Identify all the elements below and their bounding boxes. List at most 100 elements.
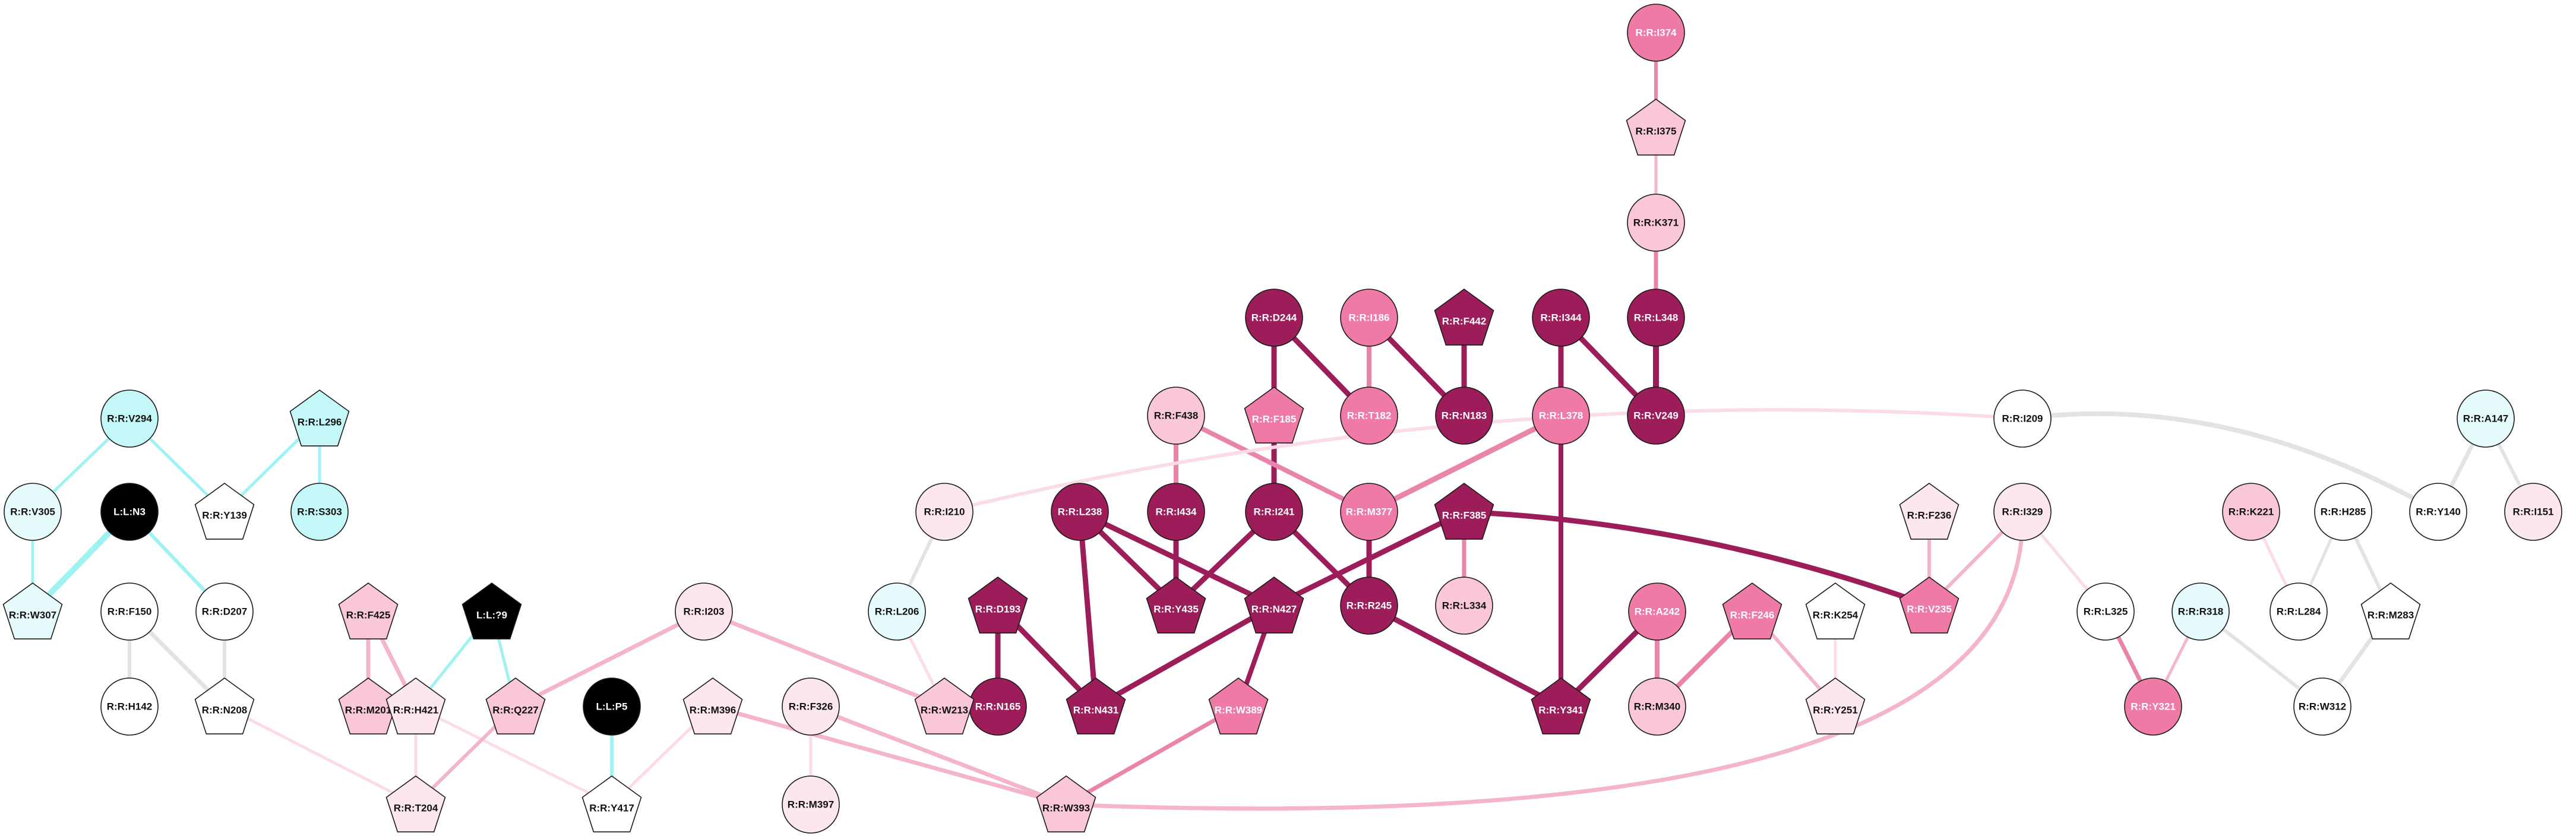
node-r-r-r318-circle [2172, 582, 2230, 641]
node-r-r-t204-pentagon [385, 775, 446, 832]
node-label-r-r-y321: R:R:Y321 [2131, 701, 2176, 712]
node-r-r-d244: R:R:D244 [1245, 289, 1303, 347]
node-r-r-i344: R:R:I344 [1532, 289, 1590, 347]
node-r-r-f385: R:R:F385 [1434, 483, 1494, 540]
node-label-r-r-f246: R:R:F246 [1730, 610, 1775, 621]
node-r-r-t182-circle [1340, 387, 1398, 445]
node-label-r-r-i210: R:R:I210 [924, 506, 965, 518]
node-l-l-n3: L:L:N3 [100, 483, 159, 541]
node-r-r-f326: R:R:F326 [782, 677, 840, 736]
node-r-r-v305: R:R:V305 [4, 483, 62, 541]
node-label-r-r-r318: R:R:R318 [2178, 606, 2224, 618]
node-r-r-y140: R:R:Y140 [2409, 483, 2467, 541]
node-r-r-w307-pentagon [2, 582, 63, 639]
node-label-r-r-l348: R:R:L348 [1634, 312, 1679, 324]
node-r-r-l284: R:R:L284 [2270, 582, 2328, 641]
node-label-r-r-i374: R:R:I374 [1636, 27, 1677, 39]
node-label-r-r-i329: R:R:I329 [2002, 506, 2043, 518]
node-label-r-r-f442: R:R:F442 [1442, 316, 1487, 327]
node-r-r-i241: R:R:I241 [1245, 483, 1303, 541]
node-r-r-f236: R:R:F236 [1899, 483, 1959, 540]
node-label-r-r-l325: R:R:L325 [2084, 606, 2128, 618]
node-r-r-v249-circle [1627, 387, 1685, 445]
edge-r-r-f438-to-r-r-m377 [1174, 413, 1371, 514]
node-r-r-l206-circle [868, 582, 926, 641]
node-r-r-i186: R:R:I186 [1340, 289, 1398, 347]
node-r-r-y139-pentagon [194, 483, 255, 540]
node-label-r-r-m283: R:R:M283 [2368, 610, 2414, 621]
node-r-r-f438-circle [1147, 387, 1205, 445]
node-r-r-v294-circle [100, 390, 159, 448]
node-r-r-d207-circle [195, 582, 254, 641]
node-r-r-l348-circle [1627, 289, 1685, 347]
node-label-r-r-l238: R:R:L238 [1058, 506, 1102, 518]
node-r-r-w393: R:R:W393 [1036, 775, 1096, 832]
node-r-r-f185: R:R:F185 [1244, 387, 1304, 444]
node-label-r-r-f425: R:R:F425 [346, 610, 391, 621]
node-label-r-r-n427: R:R:N427 [1251, 604, 1297, 615]
node-l-l-p5: L:L:P5 [583, 677, 641, 736]
node-label-r-r-q227: R:R:Q227 [492, 705, 538, 716]
node-label-r-r-l206: R:R:L206 [875, 606, 919, 618]
node-r-r-m377-circle [1340, 483, 1398, 541]
edge-r-r-m396-to-r-r-w393 [710, 704, 1069, 807]
node-label-r-r-i209: R:R:I209 [2002, 413, 2043, 425]
node-r-r-y417-pentagon [581, 775, 642, 832]
node-label-r-r-y251: R:R:Y251 [1813, 705, 1858, 716]
node-label-r-r-t182: R:R:T182 [1347, 410, 1392, 422]
node-label-r-r-d244: R:R:D244 [1251, 312, 1297, 324]
node-r-r-w389: R:R:W389 [1208, 677, 1269, 734]
node-r-r-w307: R:R:W307 [2, 582, 63, 639]
node-label-r-r-n208: R:R:N208 [202, 705, 248, 716]
node-r-r-h142: R:R:H142 [100, 677, 159, 736]
edge-r-r-h421-to-r-r-y417 [414, 705, 614, 806]
node-r-r-i151-circle [2504, 483, 2562, 541]
node-r-r-y140-circle [2409, 483, 2467, 541]
node-r-r-t182: R:R:T182 [1340, 387, 1398, 445]
node-r-r-i209: R:R:I209 [1993, 390, 2052, 448]
node-label-r-r-m377: R:R:M377 [1346, 506, 1392, 518]
node-r-r-h285-circle [2314, 483, 2372, 541]
node-label-r-r-w307: R:R:W307 [9, 610, 56, 621]
node-r-r-q227-pentagon [485, 677, 546, 734]
node-r-r-d193: R:R:D193 [968, 577, 1028, 634]
node-r-r-y321: R:R:Y321 [2124, 677, 2182, 736]
node-l-l-n3-circle [100, 483, 159, 541]
node-r-r-w389-pentagon [1208, 677, 1269, 734]
node-l-l-9: L:L:?9 [462, 582, 522, 639]
node-label-r-r-i186: R:R:I186 [1349, 312, 1390, 324]
node-r-r-w312-circle [2293, 677, 2351, 736]
node-label-r-r-v235: R:R:V235 [1907, 604, 1952, 615]
node-r-r-f246: R:R:F246 [1722, 582, 1782, 639]
node-label-r-r-y140: R:R:Y140 [2416, 506, 2461, 518]
node-r-r-f185-pentagon [1244, 387, 1304, 444]
node-r-r-w312: R:R:W312 [2293, 677, 2351, 736]
edge-r-r-i329-to-r-r-w393 [1064, 509, 2025, 811]
node-r-r-i434: R:R:I434 [1147, 483, 1205, 541]
node-r-r-f442-pentagon [1434, 289, 1494, 346]
node-label-r-r-l334: R:R:L334 [1442, 600, 1487, 612]
node-label-r-r-i434: R:R:I434 [1156, 506, 1197, 518]
node-r-r-l296: R:R:L296 [289, 390, 350, 446]
node-r-r-n427: R:R:N427 [1244, 577, 1304, 634]
node-r-r-i329-circle [1993, 483, 2052, 541]
node-label-r-r-d193: R:R:D193 [975, 604, 1021, 615]
node-label-r-r-f236: R:R:F236 [1907, 510, 1952, 521]
node-r-r-h421-pentagon [385, 677, 446, 734]
node-r-r-f326-circle [782, 677, 840, 736]
node-label-l-l-9: L:L:?9 [476, 610, 507, 621]
node-r-r-i374: R:R:I374 [1627, 4, 1685, 62]
node-r-r-f442: R:R:F442 [1434, 289, 1494, 346]
node-r-r-f236-pentagon [1899, 483, 1959, 540]
node-r-r-f150: R:R:F150 [100, 582, 159, 641]
node-label-r-r-v305: R:R:V305 [10, 506, 55, 518]
node-r-r-y341-pentagon [1531, 677, 1591, 734]
edge-r-r-f385-to-r-r-v235 [1461, 509, 1932, 609]
node-r-r-d244-circle [1245, 289, 1303, 347]
node-r-r-l325: R:R:L325 [2076, 582, 2135, 641]
node-l-l-p5-circle [583, 677, 641, 736]
node-label-r-r-i241: R:R:I241 [1254, 506, 1295, 518]
node-r-r-y417: R:R:Y417 [581, 775, 642, 832]
edge-r-r-w389-to-r-r-w393 [1064, 704, 1241, 807]
